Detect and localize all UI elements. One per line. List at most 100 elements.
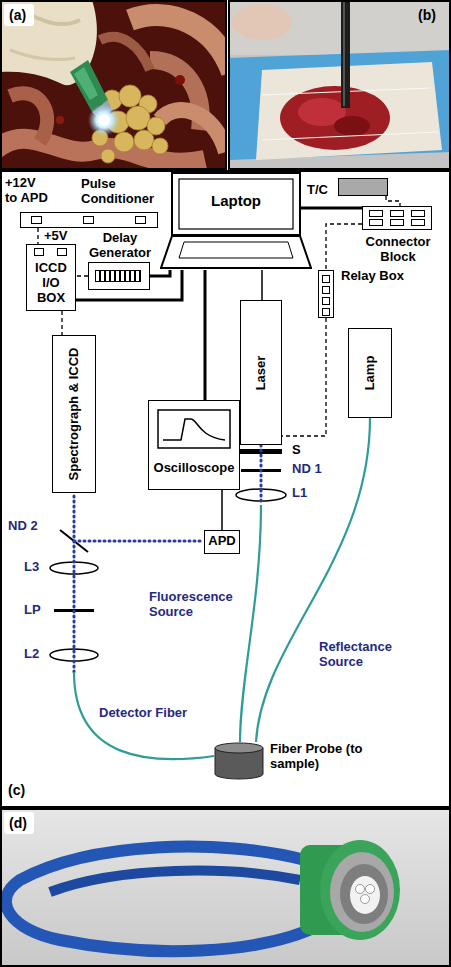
drawing-part xyxy=(229,0,451,55)
drawing-part xyxy=(10,50,75,60)
drawing-part xyxy=(100,37,150,70)
node-label: Lamp xyxy=(363,356,378,391)
drawing-part xyxy=(320,840,400,940)
connector xyxy=(262,270,263,300)
terminal xyxy=(369,210,383,217)
drawing-part xyxy=(119,85,141,107)
node-label: APD xyxy=(205,534,239,549)
node-label: ICCD I/O BOX xyxy=(27,261,75,306)
terminal xyxy=(34,248,44,256)
part-label: (a) xyxy=(9,7,26,23)
cable xyxy=(261,270,263,300)
signal-wire xyxy=(61,311,62,335)
drawing-part xyxy=(350,876,380,914)
thermocouple: T/C xyxy=(338,178,388,196)
connector xyxy=(76,276,88,277)
drawing-part xyxy=(158,410,230,448)
drawing-part xyxy=(1,1,226,169)
drawing-part xyxy=(160,110,226,152)
drawing-part xyxy=(229,50,451,160)
part-label: (d) xyxy=(9,815,27,831)
drawing-part xyxy=(161,236,311,268)
part-label: L2 xyxy=(24,647,39,662)
node-label: T/C xyxy=(307,183,328,198)
drawing-part xyxy=(56,116,64,124)
drawing-part xyxy=(179,242,293,258)
connector-label: +5V xyxy=(43,229,69,244)
node-label: Pulse Conditioner xyxy=(81,177,161,207)
connector-block: Connector Block xyxy=(362,206,432,230)
part-label: L1 xyxy=(292,486,307,501)
drawing-part xyxy=(262,132,438,140)
drawing-part xyxy=(50,871,300,892)
spectrograph: Spectrograph & ICCD xyxy=(52,335,96,493)
part-label: LP xyxy=(24,603,41,618)
probe-cylinder xyxy=(214,742,264,780)
terminal xyxy=(322,275,330,283)
drawing-part xyxy=(366,885,375,894)
terminal xyxy=(322,297,330,305)
drawing-part xyxy=(152,138,168,154)
tissue-sample-photo xyxy=(229,0,451,170)
cable xyxy=(300,207,362,210)
drawing-part xyxy=(361,895,370,904)
drawing-part xyxy=(215,743,263,753)
terminal xyxy=(390,210,404,217)
io-box: ICCD I/O BOX xyxy=(26,244,76,311)
signal-wire xyxy=(76,275,88,276)
node-label: Fiber Probe (to sample) xyxy=(270,742,370,772)
connector-label: Detector Fiber xyxy=(98,706,188,721)
terminal xyxy=(322,286,330,294)
connector-label: Reflectance Source xyxy=(318,640,406,670)
drawing-part xyxy=(0,808,451,967)
drawing-part xyxy=(341,0,350,108)
drawing-part xyxy=(232,4,292,40)
part-label: +12V to APD xyxy=(5,176,50,206)
drawing-part xyxy=(1,809,450,966)
terminal xyxy=(31,216,42,224)
connector xyxy=(150,270,170,276)
part-label: L3 xyxy=(24,560,39,575)
node-label: Spectrograph & ICCD xyxy=(67,348,82,481)
drawing-part xyxy=(101,149,115,163)
signal-wire xyxy=(37,228,38,244)
drawing-part xyxy=(340,864,388,924)
display-window xyxy=(95,270,141,282)
node-label: Laptop xyxy=(160,192,312,209)
drawing-part xyxy=(74,540,204,543)
node-label: Relay Box xyxy=(341,269,404,284)
laptop: Laptop xyxy=(160,172,312,270)
signal-wire xyxy=(326,224,362,270)
drawing-part xyxy=(10,93,47,142)
node-label: Oscilloscope xyxy=(149,461,239,476)
optical-fiber xyxy=(74,672,214,759)
drawing-part xyxy=(343,0,345,106)
fiber-probe-photo xyxy=(0,808,451,967)
signal-wire xyxy=(282,318,326,436)
drawing-part xyxy=(229,1,450,169)
terminal xyxy=(411,210,425,217)
drawing-part xyxy=(126,106,150,130)
drawing-part xyxy=(280,86,390,150)
connector xyxy=(205,270,206,400)
light-beam xyxy=(73,493,76,672)
drawing-part xyxy=(229,0,451,170)
signal-wire xyxy=(386,196,400,206)
drawing-part xyxy=(74,67,98,100)
drawing-part xyxy=(334,116,370,136)
part-label: (c) xyxy=(8,782,25,798)
part-label: ND 1 xyxy=(292,462,322,477)
connector xyxy=(38,228,39,244)
connector xyxy=(282,318,326,436)
terminal xyxy=(83,216,94,224)
connector xyxy=(62,311,63,335)
scope-screen xyxy=(157,409,231,449)
drawing-part xyxy=(114,132,134,152)
drawing-part xyxy=(330,852,394,932)
drawing-part xyxy=(1,171,450,807)
optical-fiber xyxy=(256,418,370,742)
surgery-photo xyxy=(0,0,226,170)
drawing-part xyxy=(163,419,225,440)
node-label: Delay Generator xyxy=(84,231,156,261)
